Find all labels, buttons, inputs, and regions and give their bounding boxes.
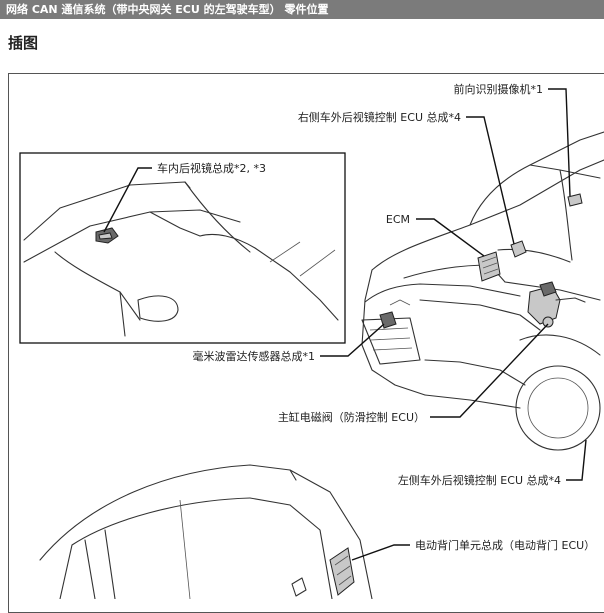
- section-title: 插图: [8, 34, 39, 52]
- label-front-camera: 前向识别摄像机*1: [454, 82, 544, 96]
- label-master-cylinder: 主缸电磁阀（防滑控制 ECU）: [278, 410, 425, 424]
- label-ecm: ECM: [386, 213, 410, 226]
- label-inner-mirror: 车内后视镜总成*2, *3: [157, 161, 266, 175]
- inset-view: [19, 152, 346, 344]
- label-radar-sensor: 毫米波雷达传感器总成*1: [193, 349, 316, 363]
- vehicle-rear: [39, 464, 373, 599]
- inner-mirror-part: [95, 227, 119, 244]
- label-right-mirror-ecu: 右侧车外后视镜控制 ECU 总成*4: [298, 110, 461, 124]
- label-left-mirror-ecu: 左侧车外后视镜控制 ECU 总成*4: [398, 473, 561, 487]
- label-power-door: 电动背门单元总成（电动背门 ECU）: [415, 538, 595, 552]
- vehicle-front: [361, 131, 604, 451]
- header-bar: 网络 CAN 通信系统（带中央网关 ECU 的左驾驶车型） 零件位置: [0, 0, 604, 19]
- master-cylinder-part: [527, 281, 586, 328]
- component-location-diagram: 前向识别摄像机*1 右侧车外后视镜控制 ECU 总成*4 车内后视镜总成*2, …: [19, 82, 604, 599]
- leader-lines: [103, 88, 587, 561]
- diagram-labels: 前向识别摄像机*1 右侧车外后视镜控制 ECU 总成*4 车内后视镜总成*2, …: [157, 82, 595, 552]
- right-mirror-ecu-part: [510, 240, 527, 258]
- ecm-part: [477, 251, 501, 282]
- header-title: 网络 CAN 通信系统（带中央网关 ECU 的左驾驶车型） 零件位置: [6, 3, 329, 16]
- power-door-unit-part: [329, 547, 355, 596]
- front-camera-part: [567, 193, 583, 207]
